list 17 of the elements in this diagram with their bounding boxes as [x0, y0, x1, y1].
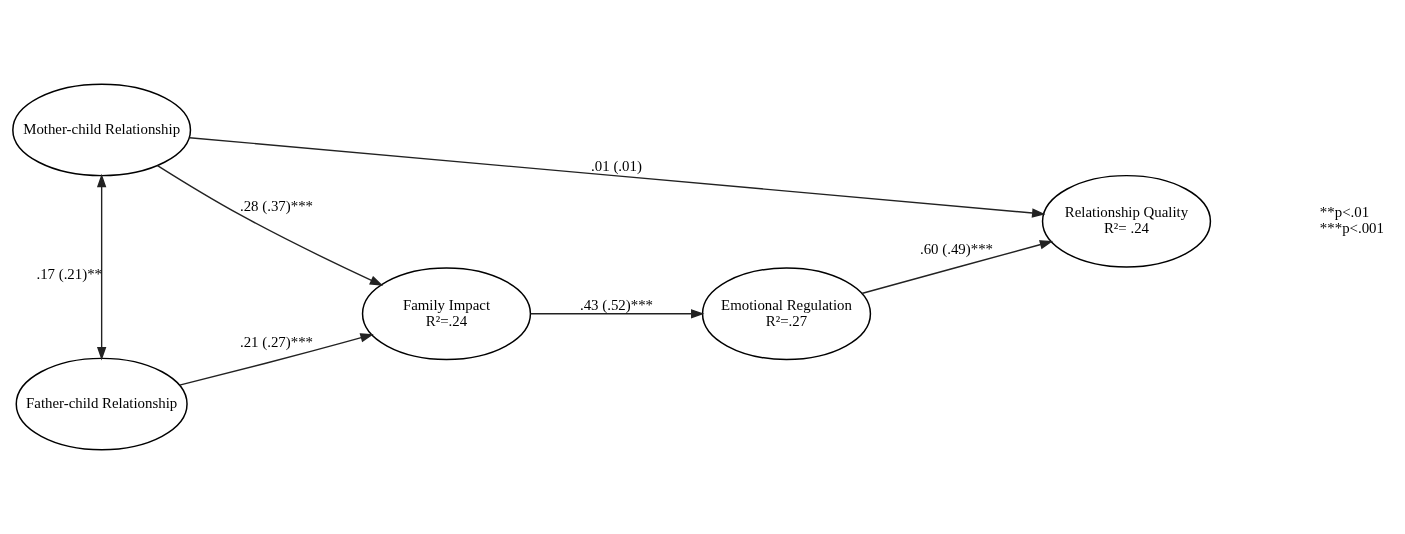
label: **p<.01 — [1319, 204, 1370, 221]
arrow — [861, 240, 1054, 295]
arrow — [156, 164, 384, 286]
edge-label: .17 (.21)** — [36, 265, 103, 282]
node-ellipse: Father-child Relationship — [15, 357, 188, 451]
node-ellipse: Mother-child Relationship — [12, 83, 192, 177]
edge-label: .43 (.52)*** — [579, 296, 654, 313]
label: ***p<.001 — [1319, 220, 1384, 237]
arrow — [96, 173, 107, 361]
arrow — [178, 333, 374, 386]
edge-label: .28 (.37)*** — [239, 197, 314, 214]
arrow — [188, 137, 1046, 218]
node-ellipse: Emotional Regulation R²=.27 — [701, 267, 872, 361]
edge-label: .21 (.27)*** — [239, 333, 314, 350]
edge-label: .01 (.01) — [591, 157, 642, 174]
arrow — [529, 309, 705, 319]
edge-label: .60 (.49)*** — [919, 241, 994, 258]
